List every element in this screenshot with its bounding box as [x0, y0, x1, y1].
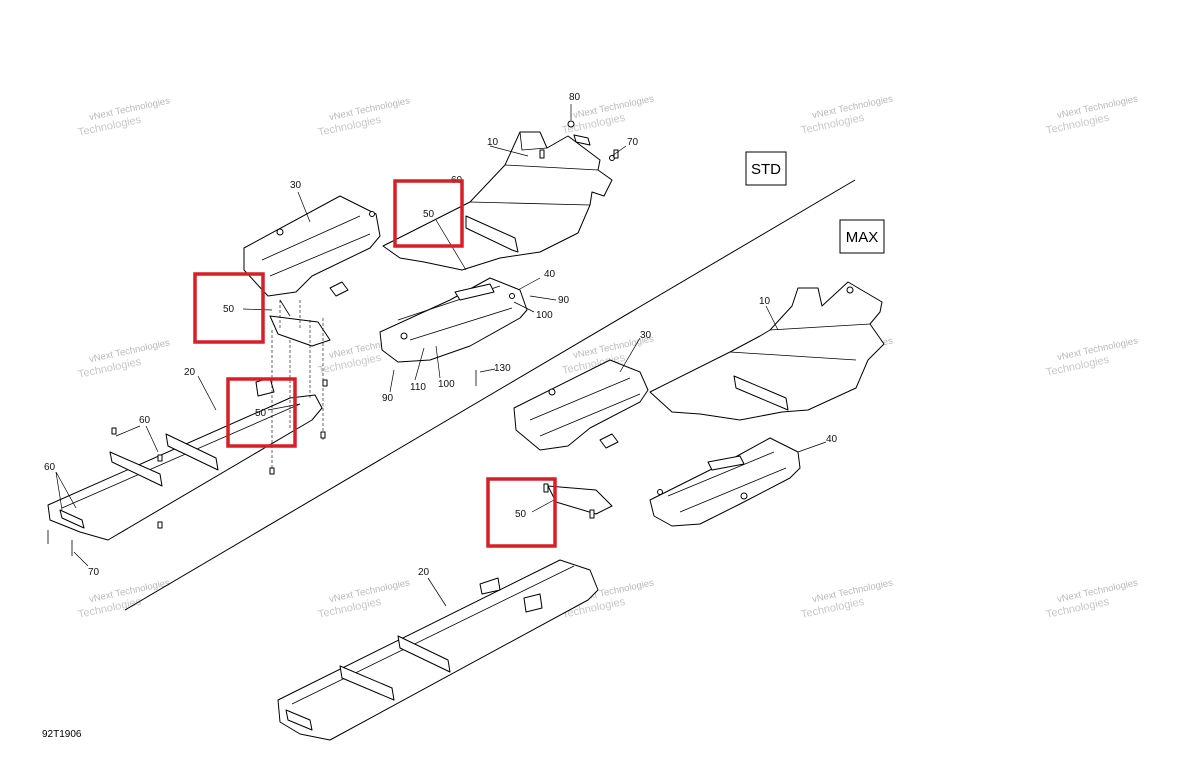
std-center-skid-plate: [379, 277, 528, 363]
callout-10: 10: [487, 137, 499, 148]
max-label: MAX: [846, 229, 879, 246]
max-side-plate-30: [513, 359, 649, 451]
callout-20: 20: [418, 567, 430, 578]
callout-30: 30: [640, 330, 652, 341]
callout-70: 70: [88, 567, 100, 578]
callout-80: 80: [569, 92, 581, 103]
std-label: STD: [751, 161, 781, 178]
max-front-skid-plate: [649, 281, 885, 421]
max-leader-lines: [427, 305, 827, 607]
callout-50: 50: [255, 408, 267, 419]
callout-50: 50: [223, 304, 235, 315]
callout-90: 90: [382, 393, 394, 404]
callout-40: 40: [544, 269, 556, 280]
max-rear-skid-plate: [277, 559, 599, 741]
std-assembly: 10 30 60 50 80 70 40 90 100 50 130 100 1…: [44, 92, 639, 578]
callout-130: 130: [494, 363, 511, 374]
watermarks: vNext Technologies Technologies vNext Te…: [77, 93, 1139, 621]
callout-100: 100: [536, 310, 553, 321]
variant-separator-line: [124, 179, 856, 611]
highlight-box: [193, 272, 265, 344]
max-label-box: MAX: [839, 219, 885, 254]
callout-110: 110: [410, 382, 426, 393]
highlight-box: [393, 179, 464, 248]
std-fasteners: [47, 149, 619, 556]
callout-70: 70: [627, 137, 639, 148]
highlight-box: [486, 477, 557, 548]
callout-60: 60: [139, 415, 151, 426]
callout-100: 100: [438, 379, 455, 390]
std-front-skid-plate: [382, 120, 615, 271]
callout-50: 50: [423, 209, 435, 220]
callout-50: 50: [515, 509, 527, 520]
std-rear-skid-plate: [47, 377, 323, 541]
max-callouts: 10 30 40 50 20: [418, 296, 838, 578]
callout-40: 40: [826, 434, 838, 445]
std-side-plate-30: [243, 195, 381, 297]
callout-20: 20: [184, 367, 196, 378]
std-label-box: STD: [745, 151, 787, 186]
callout-30: 30: [290, 180, 302, 191]
callout-90: 90: [558, 295, 570, 306]
max-center-skid-plate: [649, 437, 801, 527]
callout-60: 60: [44, 462, 56, 473]
highlight-box: [226, 377, 297, 448]
max-assembly: 10 30 40 50 20: [277, 281, 885, 741]
figure-reference-code: 92T1906: [42, 729, 82, 740]
callout-10: 10: [759, 296, 771, 307]
